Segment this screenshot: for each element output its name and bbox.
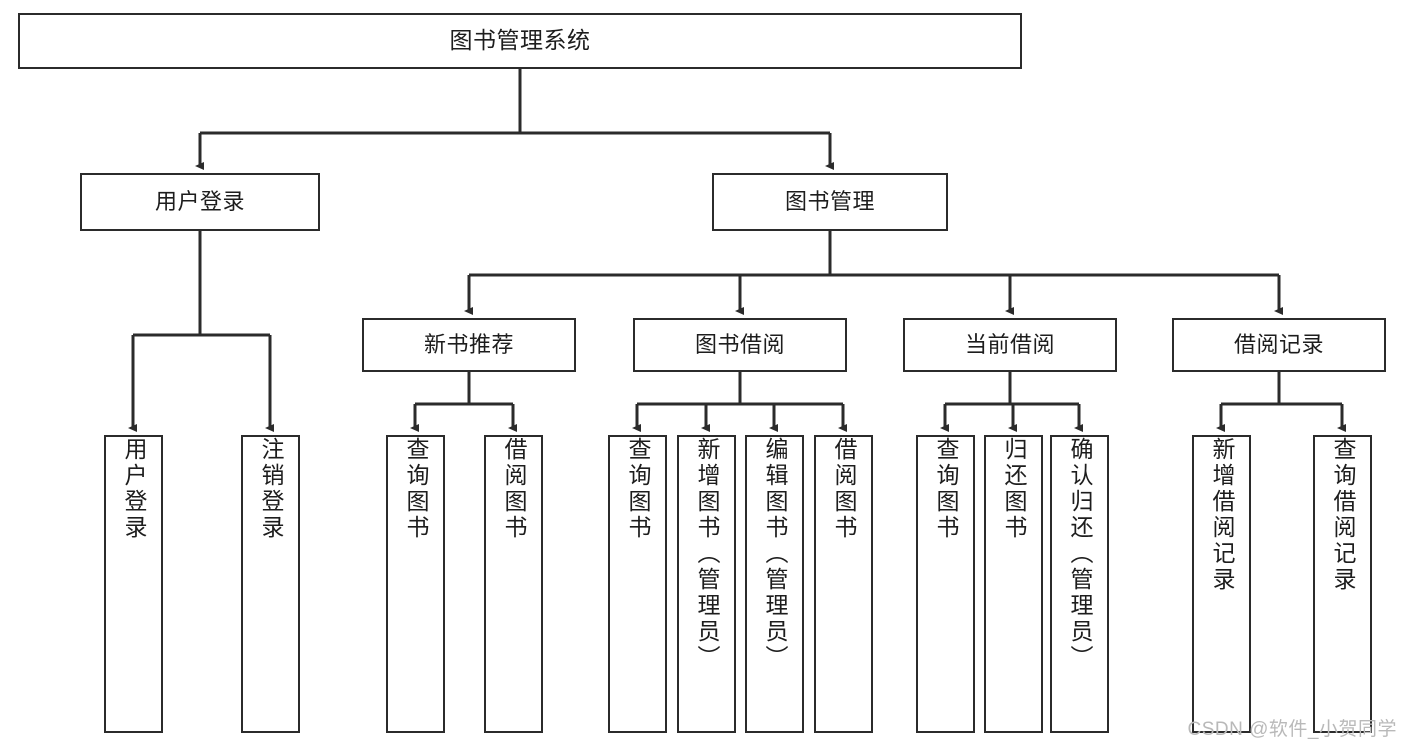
node-leaf-query-record[interactable]: 查询借阅记录 — [1313, 435, 1372, 733]
node-leaf-add-record[interactable]: 新增借阅记录 — [1192, 435, 1251, 733]
node-new-book-recommend-label: 新书推荐 — [423, 332, 514, 358]
node-leaf-user-login-label: 用户登录 — [121, 437, 147, 541]
node-leaf-query-book-2-label: 查询图书 — [625, 437, 651, 541]
node-borrow-record-label: 借阅记录 — [1233, 332, 1324, 358]
node-leaf-borrow-book-2-label: 借阅图书 — [831, 437, 857, 541]
node-leaf-add-book-label: 新增图书（管理员） — [694, 437, 720, 671]
node-leaf-confirm-return-label: 确认归还（管理员） — [1067, 437, 1093, 671]
node-user-login-label: 用户登录 — [154, 189, 245, 215]
node-leaf-query-book-1-label: 查询图书 — [403, 437, 429, 541]
node-leaf-add-record-label: 新增借阅记录 — [1209, 437, 1235, 593]
node-leaf-logout[interactable]: 注销登录 — [241, 435, 300, 733]
node-leaf-borrow-book-1-label: 借阅图书 — [501, 437, 527, 541]
node-leaf-user-login[interactable]: 用户登录 — [104, 435, 163, 733]
node-leaf-query-book-2[interactable]: 查询图书 — [608, 435, 667, 733]
node-leaf-borrow-book-2[interactable]: 借阅图书 — [814, 435, 873, 733]
node-current-borrow[interactable]: 当前借阅 — [903, 318, 1117, 372]
node-new-book-recommend[interactable]: 新书推荐 — [362, 318, 576, 372]
node-leaf-edit-book-label: 编辑图书（管理员） — [762, 437, 788, 671]
node-user-login[interactable]: 用户登录 — [80, 173, 320, 231]
node-current-borrow-label: 当前借阅 — [964, 332, 1055, 358]
node-leaf-logout-label: 注销登录 — [258, 437, 284, 541]
node-leaf-query-record-label: 查询借阅记录 — [1330, 437, 1356, 593]
node-leaf-add-book[interactable]: 新增图书（管理员） — [677, 435, 736, 733]
node-leaf-confirm-return[interactable]: 确认归还（管理员） — [1050, 435, 1109, 733]
node-borrow-record[interactable]: 借阅记录 — [1172, 318, 1386, 372]
node-leaf-return-book[interactable]: 归还图书 — [984, 435, 1043, 733]
node-leaf-edit-book[interactable]: 编辑图书（管理员） — [745, 435, 804, 733]
node-book-borrow[interactable]: 图书借阅 — [633, 318, 847, 372]
node-leaf-query-book-3-label: 查询图书 — [933, 437, 959, 541]
node-book-manage-label: 图书管理 — [784, 189, 875, 215]
node-leaf-borrow-book-1[interactable]: 借阅图书 — [484, 435, 543, 733]
node-book-manage[interactable]: 图书管理 — [712, 173, 948, 231]
node-book-borrow-label: 图书借阅 — [694, 332, 785, 358]
node-root[interactable]: 图书管理系统 — [18, 13, 1022, 69]
node-root-label: 图书管理系统 — [449, 27, 591, 54]
node-leaf-query-book-1[interactable]: 查询图书 — [386, 435, 445, 733]
node-leaf-query-book-3[interactable]: 查询图书 — [916, 435, 975, 733]
node-leaf-return-book-label: 归还图书 — [1001, 437, 1027, 541]
